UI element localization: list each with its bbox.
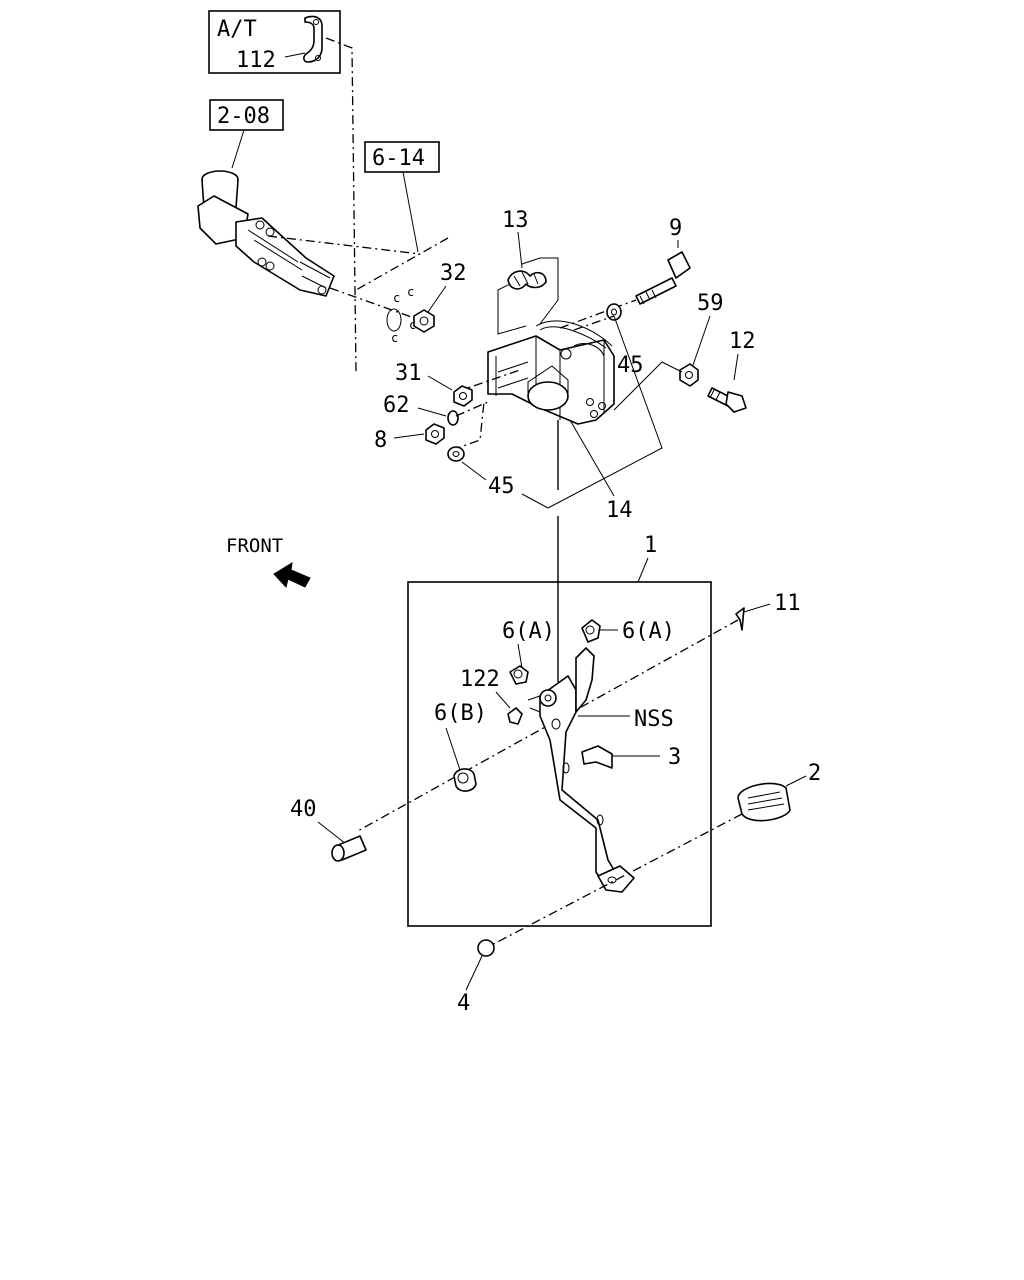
leader-45-upper-b (547, 315, 663, 509)
leader-32 (427, 285, 447, 313)
leader-112 (284, 52, 306, 58)
bolt-12-part (707, 387, 747, 413)
bolt-9-part (635, 251, 691, 305)
leader-6b (445, 727, 463, 777)
nut-8-part (425, 423, 445, 445)
nut-32-part (413, 309, 435, 333)
bushing-6a-left-part (509, 665, 529, 685)
ref-2-08-label: 2-08 (217, 104, 270, 129)
leader-45-upper-a (613, 361, 683, 411)
pivot-axis-line (355, 619, 739, 833)
callout-9[interactable]: 9 (669, 216, 682, 241)
dashline-62 (455, 401, 489, 417)
leader-31 (427, 375, 453, 391)
callout-8[interactable]: 8 (374, 428, 387, 453)
at-inset-box: A/T 112 (208, 10, 341, 74)
washer-45a-part (606, 303, 622, 321)
svg-text:c: c (393, 291, 400, 305)
callout-32[interactable]: 32 (440, 261, 467, 286)
clip-122-part (507, 707, 523, 725)
dashline-bracket-45a (573, 315, 615, 331)
clip-112-part (303, 15, 323, 63)
svg-text:c: c (409, 318, 416, 332)
callout-nss[interactable]: NSS (634, 707, 674, 732)
firewall-edge-top (355, 237, 449, 291)
front-arrow-icon (273, 562, 311, 589)
front-label: FRONT (226, 535, 283, 557)
callout-1[interactable]: 1 (644, 533, 657, 558)
leader-45-lower-a (461, 461, 487, 481)
leader-40 (317, 821, 347, 845)
dashline-45-lower (451, 401, 485, 451)
callout-12[interactable]: 12 (729, 329, 756, 354)
leader-6-14 (402, 171, 419, 253)
pedal-bracket-14-part (487, 320, 615, 425)
ref-6-14-label: 6-14 (372, 146, 425, 171)
callout-62[interactable]: 62 (383, 393, 410, 418)
leader-2 (785, 775, 807, 787)
nut-31-part (453, 385, 473, 407)
leader-59 (691, 315, 711, 369)
ref-2-08[interactable]: 2-08 (209, 99, 284, 131)
callout-6b[interactable]: 6(B) (434, 701, 487, 726)
callout-3[interactable]: 3 (668, 745, 681, 770)
leader-8 (393, 433, 425, 439)
dashline-at-clip (325, 37, 357, 373)
callout-31[interactable]: 31 (395, 361, 422, 386)
callout-4[interactable]: 4 (457, 991, 470, 1016)
callout-6a-right[interactable]: 6(A) (622, 619, 675, 644)
leader-2-08 (231, 129, 245, 169)
stopper-3-part (581, 745, 613, 769)
ref-6-14[interactable]: 6-14 (364, 141, 440, 173)
callout-122[interactable]: 122 (460, 667, 500, 692)
pin-11-part (735, 607, 745, 631)
dashline-cyl-b (329, 287, 421, 321)
callout-11[interactable]: 11 (774, 591, 801, 616)
leader-12 (733, 353, 739, 381)
pin-40-part (331, 835, 367, 862)
callout-59[interactable]: 59 (697, 291, 724, 316)
leader-14 (569, 419, 615, 497)
svg-text:c: c (391, 331, 398, 345)
leader-62 (417, 407, 447, 417)
nut-4-part (477, 939, 495, 957)
bushing-6a-right-part (581, 619, 601, 643)
dashline-cyl-a (267, 235, 421, 255)
callout-6a-left[interactable]: 6(A) (502, 619, 555, 644)
leader-4 (465, 955, 483, 991)
leader-1 (637, 557, 649, 583)
pedal-assembly-box (407, 581, 712, 927)
leader-45-lower-b (521, 493, 549, 509)
leader-11 (743, 603, 771, 613)
callout-14[interactable]: 14 (606, 498, 633, 523)
callout-45-upper[interactable]: 45 (617, 353, 644, 378)
callout-2[interactable]: 2 (808, 761, 821, 786)
washer-45b-part (447, 446, 465, 462)
spring-13-part (497, 257, 559, 335)
svg-text:c: c (407, 285, 414, 299)
at-box-frame (208, 10, 341, 74)
ref-2-08-frame (209, 99, 284, 131)
callout-13[interactable]: 13 (502, 208, 529, 233)
leader-122 (495, 691, 511, 709)
leader-13 (517, 231, 523, 269)
nut-59-part (679, 363, 699, 387)
dashline-bracket-31 (455, 369, 521, 393)
callout-112[interactable]: 112 (236, 48, 276, 73)
clutch-pedal-nss-part (527, 647, 635, 893)
washer-62-part (447, 410, 459, 426)
ref-6-14-frame (364, 141, 440, 173)
leader-6a-left (517, 643, 523, 669)
bushing-6b-part (453, 768, 477, 792)
pedal-pad-2-part (737, 782, 791, 822)
firewall-holes: c c c c (386, 285, 416, 345)
at-label: A/T (217, 17, 257, 42)
callout-45-lower[interactable]: 45 (488, 474, 515, 499)
master-cylinder-part (197, 170, 335, 297)
dashline-bolt-9 (559, 299, 637, 329)
callout-40[interactable]: 40 (290, 797, 317, 822)
